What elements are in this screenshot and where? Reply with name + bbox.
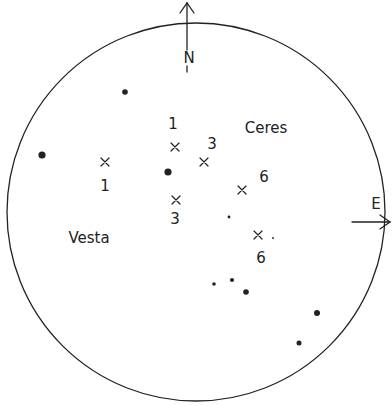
direction-letter: N xyxy=(182,51,195,66)
field-circle xyxy=(7,23,385,401)
date-number: 6 xyxy=(258,170,270,185)
star xyxy=(228,216,231,219)
position-cross xyxy=(101,158,109,166)
star xyxy=(297,341,302,346)
position-cross xyxy=(254,231,262,239)
stars xyxy=(38,89,320,345)
date-number: 3 xyxy=(169,212,181,227)
star xyxy=(164,168,171,175)
star xyxy=(243,289,249,295)
star xyxy=(212,282,216,286)
asteroid-name: Ceres xyxy=(244,121,289,136)
north-arrowhead xyxy=(180,3,194,13)
compass-arrows xyxy=(180,3,390,229)
star xyxy=(230,278,234,282)
east-arrow xyxy=(352,221,390,222)
date-number: 3 xyxy=(206,137,218,152)
star xyxy=(272,237,274,239)
star xyxy=(314,310,320,316)
asteroid-name: Vesta xyxy=(67,231,110,246)
date-number: 1 xyxy=(167,117,179,132)
position-cross xyxy=(200,158,208,166)
position-cross xyxy=(238,186,246,194)
date-number: 1 xyxy=(99,179,111,194)
date-number: 6 xyxy=(255,251,267,266)
star xyxy=(122,89,128,95)
asteroid-positions xyxy=(101,143,262,239)
position-cross xyxy=(172,196,180,204)
direction-letter: E xyxy=(370,197,381,212)
position-cross xyxy=(171,143,179,151)
east-arrowhead xyxy=(380,215,390,229)
star xyxy=(38,151,45,158)
